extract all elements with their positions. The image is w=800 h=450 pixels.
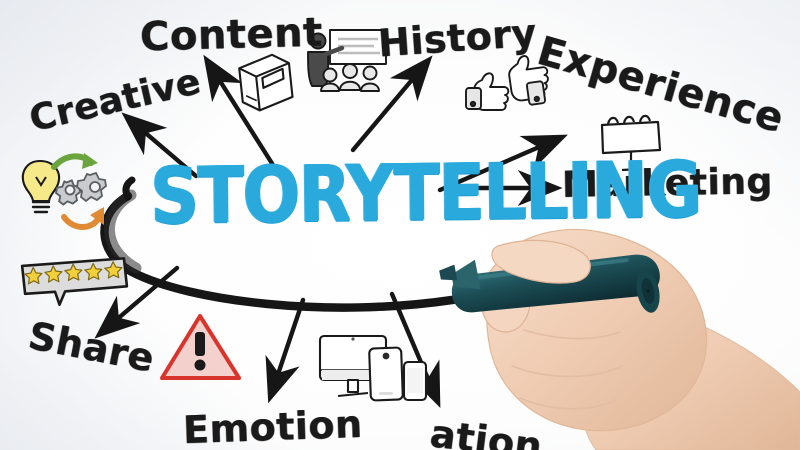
arrow-to-content: [203, 54, 276, 168]
presenter-audience-icon: [307, 29, 387, 92]
orange-curved-arrow-icon: [61, 214, 101, 230]
center-keyword: STORYTELLING: [149, 144, 702, 242]
arrow-to-history: [350, 55, 433, 153]
lightbulb-gears-icon: [21, 153, 107, 230]
branch-label-content: Content: [139, 9, 324, 61]
orange-arrow-head: [90, 207, 104, 225]
lightbulb-icon: [21, 159, 60, 214]
green-arrow-head: [82, 153, 98, 169]
arrow-to-share: [94, 265, 180, 339]
warning-triangle-icon: [160, 314, 241, 380]
thumbs-up-icon: [465, 55, 549, 111]
book-icon: [238, 53, 294, 112]
devices-icon: [318, 334, 428, 402]
hand-holding-marker: [439, 228, 800, 450]
arrow-to-emotion: [265, 297, 306, 404]
branch-label-emotion: Emotion: [182, 401, 364, 450]
arrow-to-information: [389, 291, 441, 408]
gears-icon: [54, 171, 107, 206]
five-star-review-icon: [20, 257, 129, 306]
